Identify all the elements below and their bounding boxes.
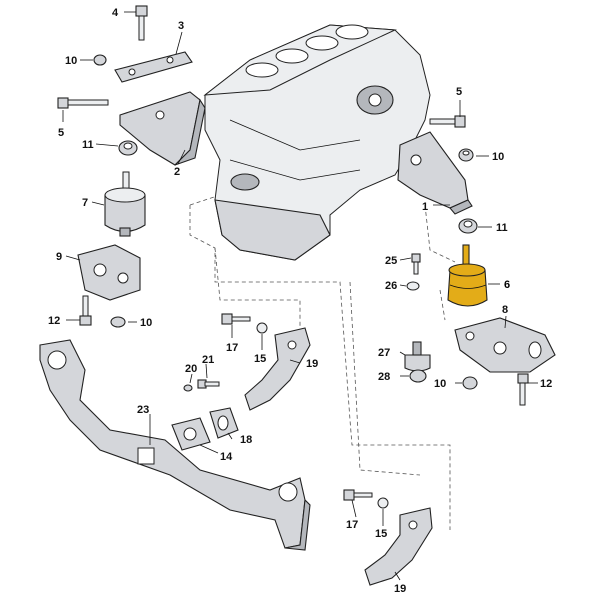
callout-labels: 4 3 10 5 11 2 7 9 12 10 23 14 18 20 21 1…	[48, 7, 552, 595]
engine-mount-7	[104, 171, 146, 237]
spacer-11a	[118, 140, 138, 156]
callout-19b: 19	[394, 583, 406, 595]
callout-1: 1	[422, 201, 428, 213]
washer-15a	[256, 322, 268, 334]
engine-block	[203, 24, 431, 261]
washer-26	[406, 281, 420, 291]
nut-10b	[110, 316, 126, 328]
nut-10d	[462, 376, 478, 390]
callout-5b: 5	[456, 86, 462, 98]
callout-10d: 10	[434, 378, 446, 390]
callout-15a: 15	[254, 353, 266, 365]
bolt-17a	[221, 313, 251, 325]
mount-bracket-9	[77, 244, 141, 301]
callout-12a: 12	[48, 315, 60, 327]
bolt-17b	[343, 489, 373, 501]
subframe-23	[39, 339, 311, 551]
bolt-25	[411, 253, 421, 275]
callout-27: 27	[378, 347, 390, 359]
callout-6: 6	[504, 279, 510, 291]
callout-15b: 15	[375, 528, 387, 540]
callout-2: 2	[174, 166, 180, 178]
callout-17a: 17	[226, 342, 238, 354]
nut-10c	[458, 148, 474, 162]
flange-14	[171, 417, 211, 451]
bolt-5a	[57, 97, 109, 109]
callout-14: 14	[220, 451, 233, 463]
engine-bracket-2	[119, 91, 206, 166]
bolt-12a	[79, 295, 92, 326]
callout-18: 18	[240, 434, 252, 446]
bolt-5b	[429, 115, 466, 128]
bolt-12b	[517, 373, 529, 406]
washer-20	[183, 384, 193, 392]
callout-28: 28	[378, 371, 390, 383]
spacer-11b	[458, 218, 478, 234]
engine-bracket-1	[397, 131, 473, 215]
bolt-4	[135, 5, 148, 41]
callout-12b: 12	[540, 378, 552, 390]
mount-bracket-8	[454, 317, 556, 373]
callout-10c: 10	[492, 151, 504, 163]
callout-10a: 10	[65, 55, 77, 67]
callout-9: 9	[56, 251, 62, 263]
bracket-plate-3	[114, 51, 193, 83]
nut-28	[409, 369, 427, 383]
assembly-dash-lines	[189, 189, 456, 530]
engine-mount-6-highlighted	[447, 244, 488, 307]
washer-15b	[377, 497, 389, 509]
bush-18	[209, 407, 239, 439]
bolt-21	[197, 379, 220, 389]
callout-26: 26	[385, 280, 397, 292]
callout-11a: 11	[82, 139, 94, 151]
nut-10a	[93, 54, 107, 66]
callout-23: 23	[137, 404, 149, 416]
callout-10b: 10	[140, 317, 152, 329]
callout-5a: 5	[58, 127, 64, 139]
callout-11b: 11	[496, 222, 508, 234]
rubber-stop-27	[404, 341, 431, 372]
callout-4: 4	[112, 7, 119, 19]
callout-25: 25	[385, 255, 397, 267]
mount-arm-19a	[244, 327, 311, 411]
callout-3: 3	[178, 20, 184, 32]
callout-17b: 17	[346, 519, 358, 531]
callout-8: 8	[502, 304, 508, 316]
callout-7: 7	[82, 197, 88, 209]
callout-21: 21	[202, 354, 214, 366]
leader-lines	[62, 11, 538, 581]
mount-arm-19b	[364, 507, 433, 586]
callout-19a: 19	[306, 358, 318, 370]
callout-20: 20	[185, 363, 197, 375]
